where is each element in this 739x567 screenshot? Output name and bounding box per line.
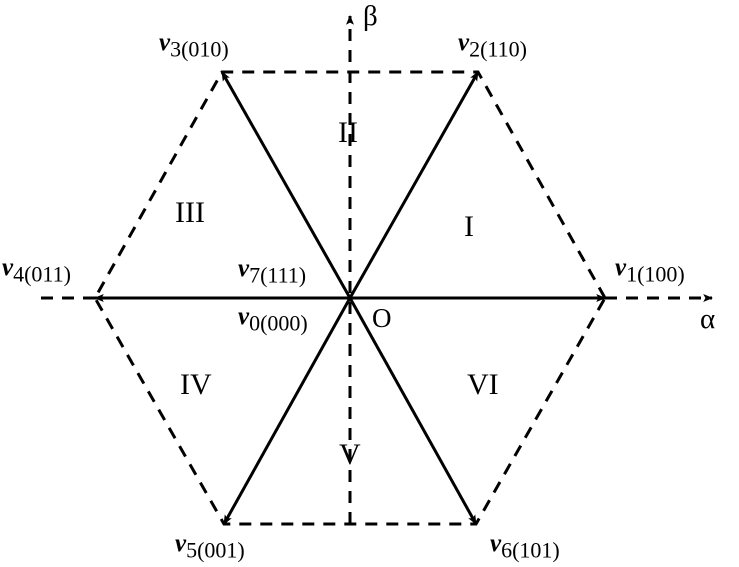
beta-axis-label: β [363,0,378,32]
alpha-axis-label: α [700,303,716,335]
vector-subscript-v5: 5(001) [186,537,245,563]
vector-label-v2: v2(110) [458,30,527,61]
zero-vector-symbol-v0: v [238,303,250,330]
sector-label-1: I [464,210,474,243]
vector-v5 [222,297,352,525]
zero-vector-label-v0: v0(000) [238,304,308,335]
vector-v2 [348,71,480,299]
vector-subscript-v2: 2(110) [469,36,527,62]
vector-subscript-v4: 4(011) [13,261,71,287]
vector-subscript-v3: 3(010) [170,36,229,62]
vector-label-v1: v1(100) [615,255,685,286]
vector-label-v3: v3(010) [159,30,229,61]
sector-label-2: II [338,116,358,149]
vector-symbol-v2: v [458,29,470,56]
zero-vector-symbol-v7: v [238,255,250,282]
vector-v3 [220,71,352,299]
vector-v6 [348,297,478,525]
vector-symbol-v3: v [159,29,171,56]
vector-label-v5: v5(001) [175,531,245,562]
sector-label-5: V [339,438,361,471]
sector-label-3: III [175,196,205,229]
zero-vector-label-v7: v7(111) [238,256,306,287]
vector-symbol-v6: v [490,530,502,557]
vector-label-v4: v4(011) [2,255,71,286]
vector-subscript-v6: 6(101) [501,537,560,563]
zero-vector-subscript-v0: 0(000) [249,310,308,336]
vector-label-v6: v6(101) [490,531,560,562]
sector-label-4: IV [180,368,212,401]
origin-label: O [372,303,392,333]
vector-symbol-v1: v [615,254,627,281]
voltage-vectors [93,71,607,525]
vector-symbol-v5: v [175,530,187,557]
sector-label-6: VI [467,368,499,401]
vector-subscript-v1: 1(100) [626,261,685,287]
vector-symbol-v4: v [2,254,14,281]
zero-vector-subscript-v7: 7(111) [249,262,307,288]
